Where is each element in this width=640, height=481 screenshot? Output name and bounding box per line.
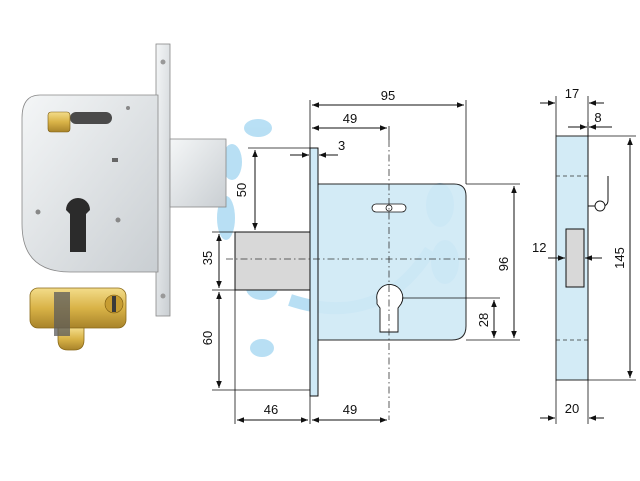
dim-20: 20 xyxy=(565,401,579,416)
dim-95: 95 xyxy=(381,88,395,103)
dim-49-top: 49 xyxy=(343,111,357,126)
dim-35: 35 xyxy=(200,251,215,265)
dim-46: 46 xyxy=(264,402,278,417)
lock-photo xyxy=(21,43,227,317)
dim-50: 50 xyxy=(234,183,249,197)
dim-12: 12 xyxy=(532,240,546,255)
dim-28: 28 xyxy=(476,313,491,327)
dim-96: 96 xyxy=(496,257,511,271)
dim-60: 60 xyxy=(200,331,215,345)
dim-17: 17 xyxy=(565,86,579,101)
front-view: 95 49 3 50 35 60 46 49 96 xyxy=(200,88,520,424)
dim-49-bottom: 49 xyxy=(343,402,357,417)
cylinder-photo xyxy=(29,287,127,351)
side-view: 17 8 12 145 20 xyxy=(532,86,636,424)
dim-8: 8 xyxy=(594,110,601,125)
dim-145: 145 xyxy=(612,247,627,269)
dim-3: 3 xyxy=(338,138,345,153)
